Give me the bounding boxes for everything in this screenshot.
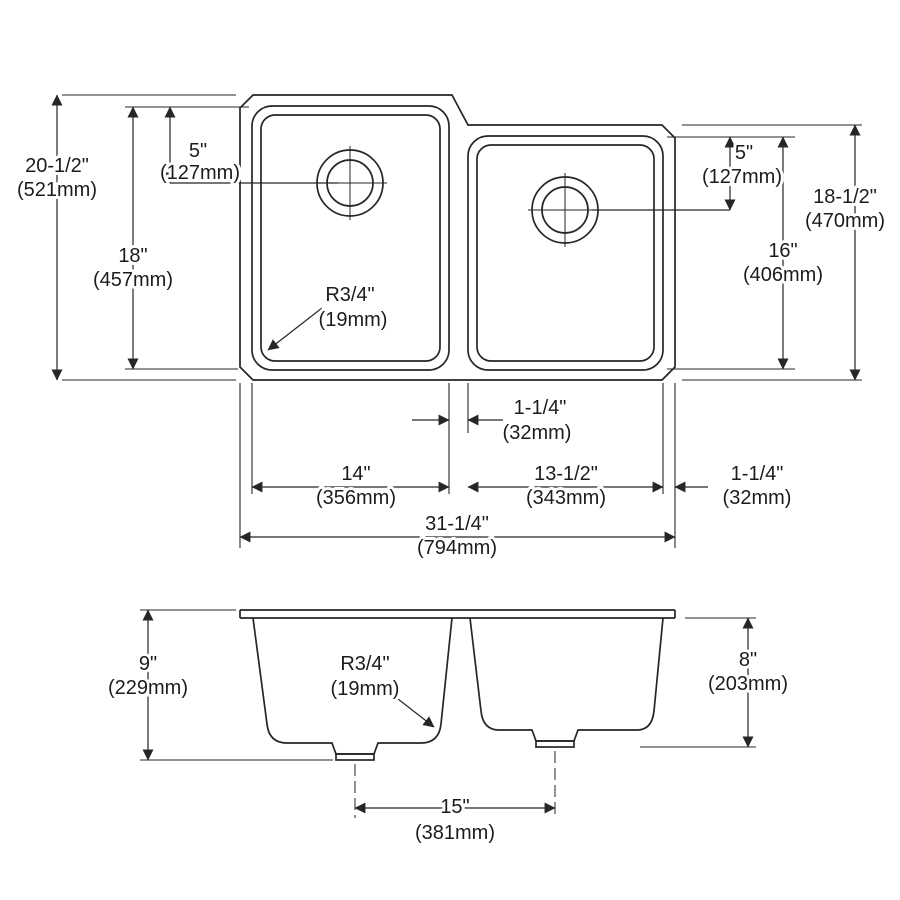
dim-left-bowl-width-in: 14" <box>341 463 370 485</box>
leader-section-radius <box>397 698 435 728</box>
dim-right-height-in: 18-1/2" <box>813 186 877 208</box>
dim-right-bowl-width-in: 13-1/2" <box>534 463 598 485</box>
sink-outer-outline <box>239 94 676 381</box>
dim-right-bowl-height-in: 16" <box>768 240 797 262</box>
dim-right-depth-mm: (203mm) <box>708 673 788 695</box>
dim-section-radius-mm: (19mm) <box>331 678 400 700</box>
dim-right-drain-offset-mm: (127mm) <box>702 166 782 188</box>
dim-gap-in: 1-1/4" <box>514 397 567 419</box>
left-bowl-outer <box>251 105 450 371</box>
dim-right-rim-mm: (32mm) <box>723 487 792 509</box>
dim-overall-height-mm: (521mm) <box>17 179 97 201</box>
dim-right-depth-in: 8" <box>739 649 757 671</box>
dim-corner-radius-mm: (19mm) <box>319 309 388 331</box>
dim-left-bowl-height-in: 18" <box>118 245 147 267</box>
dim-left-drain-offset-in: 5" <box>189 140 207 162</box>
dim-left-bowl-height-mm: (457mm) <box>93 269 173 291</box>
dim-overall-height-in: 20-1/2" <box>25 155 89 177</box>
dim-overall-width-mm: (794mm) <box>417 537 497 559</box>
dim-right-drain-offset-in: 5" <box>735 142 753 164</box>
dim-right-rim-in: 1-1/4" <box>731 463 784 485</box>
dim-section-radius-in: R3/4" <box>340 653 389 675</box>
dim-corner-radius-in: R3/4" <box>325 284 374 306</box>
left-bowl-inner <box>260 114 441 362</box>
leader-corner-radius <box>267 307 323 351</box>
dim-left-drain-offset-mm: (127mm) <box>160 162 240 184</box>
side-view <box>239 609 676 818</box>
dim-left-bowl-width-mm: (356mm) <box>316 487 396 509</box>
dim-drain-spacing-mm: (381mm) <box>415 822 495 844</box>
dim-right-bowl-width-mm: (343mm) <box>526 487 606 509</box>
dim-overall-width-in: 31-1/4" <box>425 513 489 535</box>
right-bowl-inner <box>476 144 655 362</box>
dim-right-bowl-height-mm: (406mm) <box>743 264 823 286</box>
top-view <box>239 94 676 381</box>
right-drain-fitting <box>535 740 575 748</box>
dim-drain-spacing-in: 15" <box>440 796 469 818</box>
left-drain-fitting <box>335 753 375 761</box>
dim-gap-mm: (32mm) <box>503 422 572 444</box>
dim-left-depth-in: 9" <box>139 653 157 675</box>
dim-left-depth-mm: (229mm) <box>108 677 188 699</box>
top-view-dimensions: 20-1/2" (521mm) 18" (457mm) 5" (127mm) R… <box>14 94 888 562</box>
right-bowl-outer <box>467 135 664 371</box>
dim-right-height-mm: (470mm) <box>805 210 885 232</box>
right-bowl-profile <box>469 617 664 742</box>
side-view-dimensions: 9" (229mm) 8" (203mm) R3/4" (19mm) 15" (… <box>105 609 791 847</box>
